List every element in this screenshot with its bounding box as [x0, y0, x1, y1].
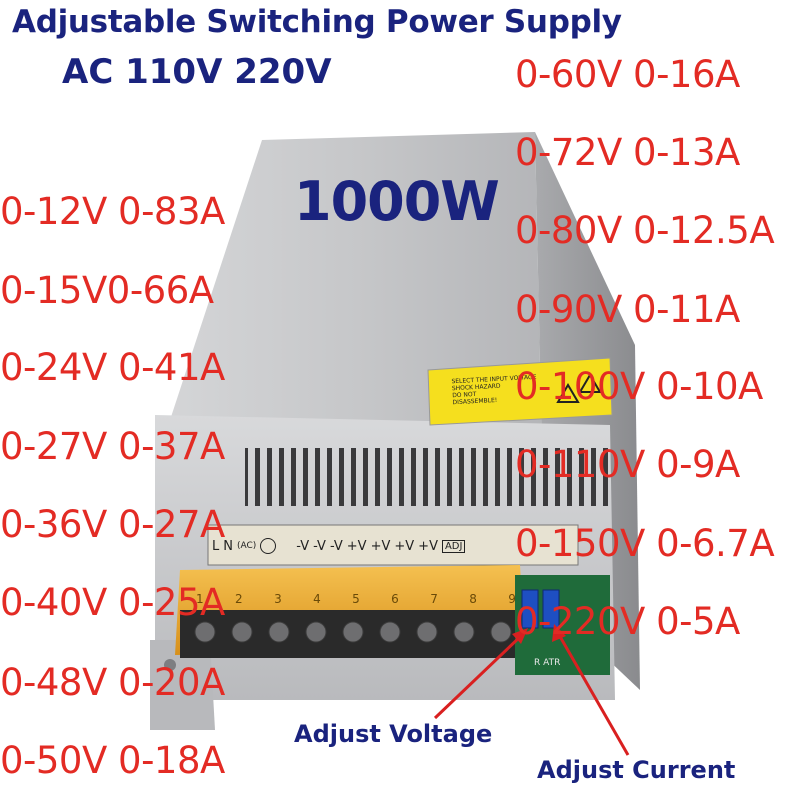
adjust-voltage-label: Adjust Voltage — [294, 720, 493, 748]
spec-item: 0-72V 0-13A — [515, 131, 740, 174]
adjust-current-label: Adjust Current — [537, 756, 736, 784]
page-title: Adjustable Switching Power Supply — [12, 4, 622, 40]
terminal-label-neg1: -V — [296, 538, 310, 554]
terminal-label-pos1: +V — [346, 538, 367, 554]
terminal-numbers: 1 2 3 4 5 6 7 8 9 — [196, 592, 516, 606]
terminal-label-pos2: +V — [370, 538, 391, 554]
spec-item: 0-80V 0-12.5A — [515, 209, 775, 252]
ground-icon — [260, 538, 277, 554]
vent-slots — [245, 448, 610, 506]
terminal-number: 2 — [235, 592, 243, 606]
spec-item: 0-150V 0-6.7A — [515, 522, 775, 565]
annotation-arrows — [433, 624, 630, 756]
board-labels: R ATR — [534, 658, 561, 668]
voltage-potentiometer — [521, 589, 539, 629]
terminal-number: 5 — [352, 592, 360, 606]
input-voltage-title: AC 110V 220V — [62, 52, 332, 92]
spec-item: 0-50V 0-18A — [0, 739, 225, 782]
terminal-number: 9 — [508, 592, 516, 606]
terminal-label-N: N — [223, 538, 233, 554]
spec-item: 0-90V 0-11A — [515, 288, 740, 331]
spec-item: 0-27V 0-37A — [0, 425, 225, 468]
terminal-number: 4 — [313, 592, 321, 606]
terminal-label-neg2: -V — [313, 538, 326, 554]
spec-item: 0-48V 0-20A — [0, 661, 225, 704]
spec-item: 0-220V 0-5A — [515, 600, 740, 643]
spec-item: 0-12V 0-83A — [0, 190, 225, 233]
terminal-labels: L N (AC) -V -V -V +V +V +V +V ADJ — [212, 533, 574, 559]
terminal-label-neg3: -V — [329, 538, 343, 554]
terminal-label-pos4: +V — [418, 538, 438, 554]
terminal-number: 7 — [430, 592, 438, 606]
spec-item: 0-15V0-66A — [0, 269, 214, 312]
spec-item: 0-40V 0-25A — [0, 581, 225, 624]
power-rating: 1000W — [294, 170, 500, 233]
terminal-number: 8 — [469, 592, 477, 606]
warning-label — [427, 357, 613, 426]
terminal-number: 1 — [196, 592, 204, 606]
spec-item: 0-100V 0-10A — [515, 365, 763, 408]
terminal-label-ac: (AC) — [236, 541, 257, 551]
terminal-screws — [194, 621, 512, 643]
terminal-label-L: L — [212, 538, 220, 554]
spec-item: 0-24V 0-41A — [0, 346, 225, 389]
terminal-label-adj: ADJ — [441, 539, 466, 553]
current-potentiometer — [542, 589, 560, 629]
terminal-label-pos3: +V — [394, 538, 415, 554]
terminal-number: 3 — [274, 592, 282, 606]
spec-item: 0-110V 0-9A — [515, 443, 740, 486]
spec-item: 0-36V 0-27A — [0, 503, 225, 546]
spec-item: 0-60V 0-16A — [515, 53, 740, 96]
terminal-number: 6 — [391, 592, 399, 606]
